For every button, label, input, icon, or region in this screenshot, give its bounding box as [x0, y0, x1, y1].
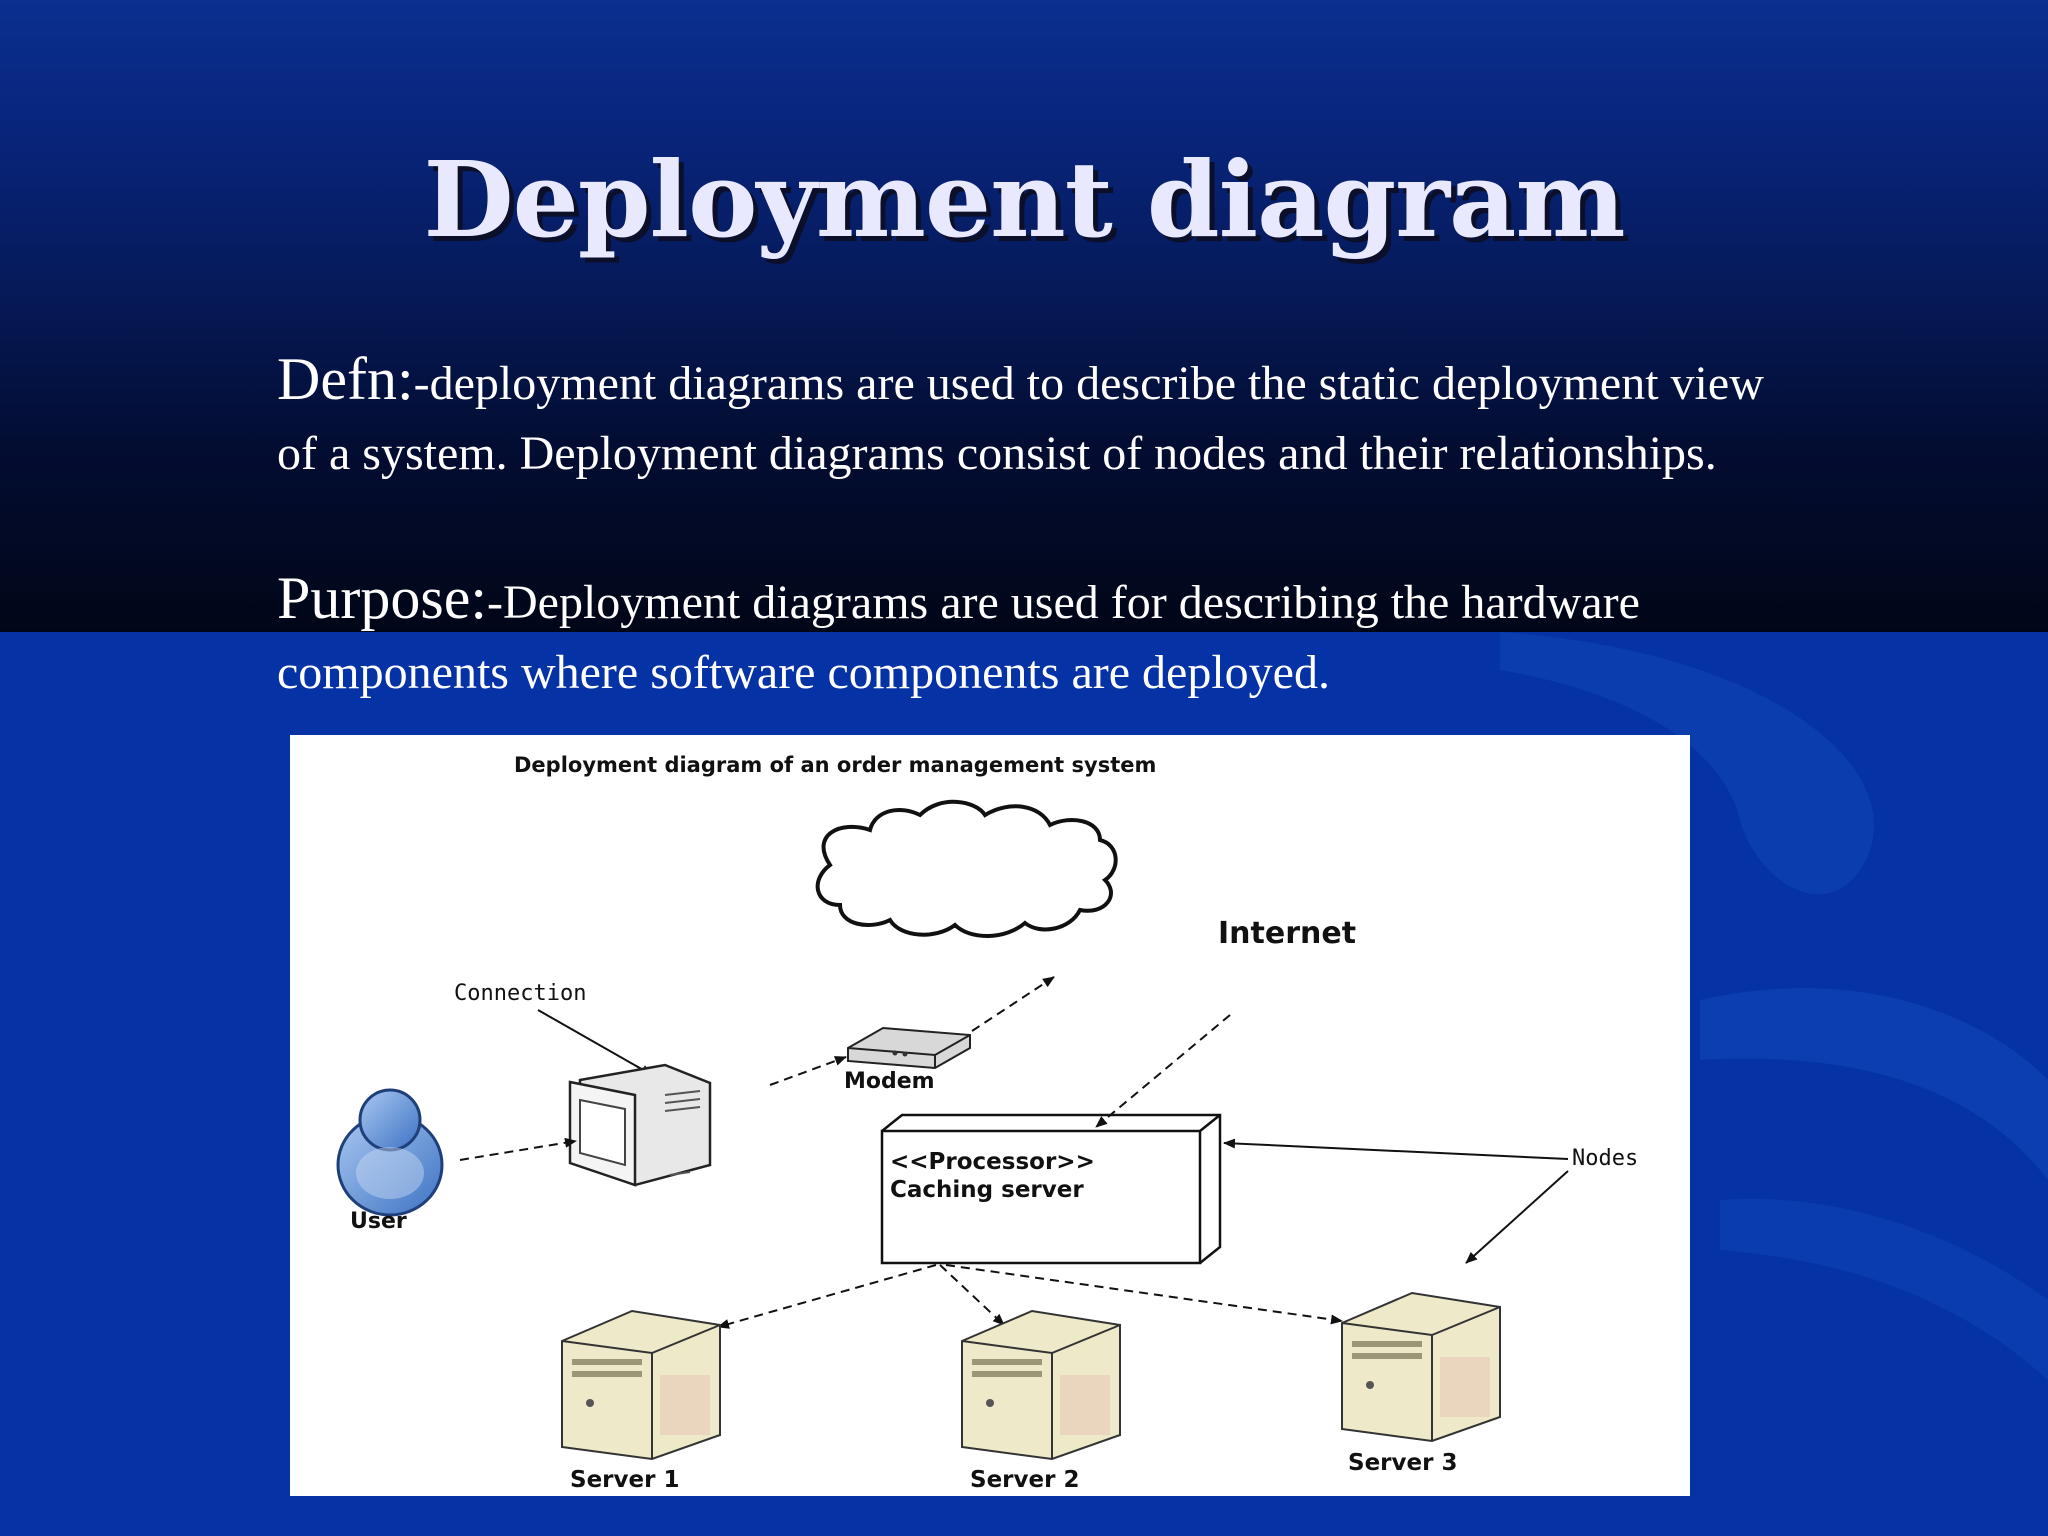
processor-stereotype: <<Processor>> [890, 1149, 1095, 1175]
nodes-label: Nodes [1572, 1146, 1638, 1171]
server1-label: Server 1 [570, 1467, 679, 1493]
server-tower-icon [561, 1309, 721, 1461]
definition-lead: Defn: [277, 346, 414, 412]
definition-text: -deployment diagrams are used to describ… [277, 357, 1764, 480]
diagram-title: Deployment diagram of an order managemen… [514, 753, 1156, 777]
server-tower-icon [1341, 1291, 1501, 1443]
purpose-lead: Purpose: [277, 565, 487, 631]
deployment-diagram-figure: Deployment diagram of an order managemen… [290, 735, 1690, 1496]
deployment-diagram: Deployment diagram of an order managemen… [336, 753, 1638, 1493]
header-band [0, 0, 2048, 632]
connection-label: Connection [454, 981, 586, 1006]
server-tower-icon [961, 1309, 1121, 1461]
nodes-pointer-processor [1223, 1138, 1569, 1160]
user-label: User [350, 1209, 407, 1234]
modem-label: Modem [844, 1069, 935, 1094]
server3-label: Server 3 [1348, 1450, 1457, 1476]
processor-node [880, 1113, 1222, 1265]
modem-icon [847, 1026, 971, 1070]
purpose-text: -Deployment diagrams are used for descri… [277, 576, 1640, 699]
computer-monitor-icon [568, 1063, 712, 1187]
user-icon [336, 1088, 444, 1217]
processor-name: Caching server [890, 1177, 1084, 1203]
dashed-links [459, 976, 1343, 1329]
definition-paragraph: Defn:-deployment diagrams are used to de… [277, 344, 1777, 489]
cloud-icon [815, 799, 1118, 938]
purpose-paragraph: Purpose:-Deployment diagrams are used fo… [277, 563, 1777, 708]
connection-pointer [537, 1009, 653, 1076]
internet-label: Internet [1218, 916, 1356, 951]
server2-label: Server 2 [970, 1467, 1079, 1493]
nodes-pointer-server3 [1465, 1170, 1569, 1264]
slide-title: Deployment diagram [423, 138, 1625, 261]
